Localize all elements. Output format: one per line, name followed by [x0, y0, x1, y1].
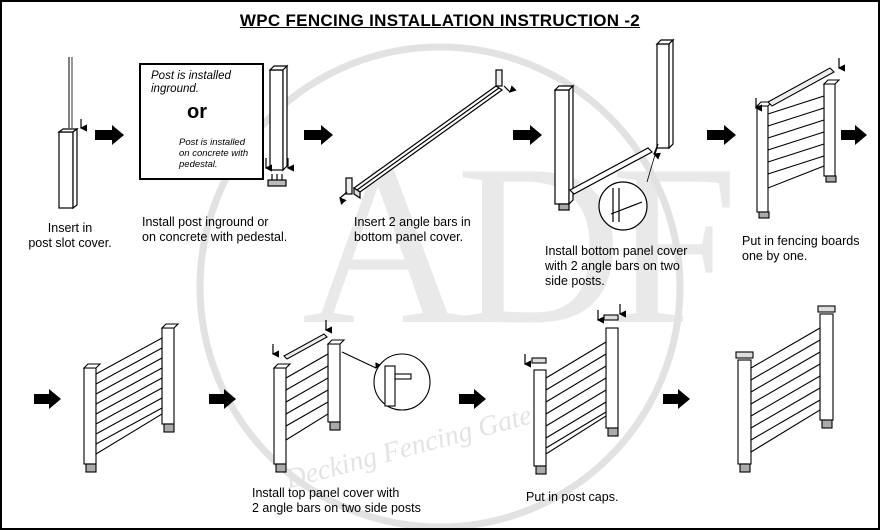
step1-post: [57, 57, 79, 210]
install-options-box: Post is installed inground. or Post is i…: [139, 63, 264, 180]
watermark-circle: [196, 43, 684, 528]
step7-panel: [272, 333, 431, 473]
right-arrow-icon: [95, 125, 124, 145]
right-arrow-icon: [209, 389, 236, 409]
step6-panel: [82, 323, 180, 473]
down-arrow-icon: [754, 58, 845, 112]
down-arrow-icon: [271, 320, 332, 358]
step2-post: [267, 64, 289, 187]
right-arrow-icon: [513, 125, 542, 145]
step4-assembly: [553, 38, 675, 231]
down-arrow-icon: [652, 143, 661, 160]
or-label: or: [187, 101, 207, 123]
step8-caption: Put in post caps.: [526, 490, 619, 504]
page-title: WPC FENCING INSTALLATION INSTRUCTION -2: [239, 11, 641, 30]
step5-boards: [755, 67, 841, 219]
step7-caption: Install top panel cover with 2 angle bar…: [252, 486, 421, 515]
right-arrow-icon: [459, 389, 486, 409]
right-arrow-icon: [34, 389, 61, 409]
down-arrow-icon: [523, 304, 626, 368]
step4-caption: Install bottom panel cover with 2 angle …: [545, 244, 688, 288]
step3-panel-cover: [345, 69, 504, 200]
step8-panel: [531, 314, 619, 475]
option-inground-text: Post is installed inground.: [151, 70, 231, 95]
step5-caption: Put in fencing boards one by one.: [742, 234, 860, 263]
step1-caption: Insert in post slot cover.: [28, 221, 112, 250]
right-arrow-icon: [663, 389, 690, 409]
step2-caption: Install post inground or on concrete wit…: [142, 215, 288, 244]
step9-panel: [735, 305, 836, 473]
right-arrow-icon: [841, 125, 867, 145]
down-arrow-icon: [339, 85, 517, 205]
option-pedestal-text: Post is installed on concrete with pedes…: [179, 137, 249, 170]
right-arrow-icon: [707, 125, 736, 145]
right-arrow-icon: [304, 125, 333, 145]
down-arrow-icon: [264, 158, 294, 172]
step3-caption: Insert 2 angle bars in bottom panel cove…: [354, 215, 471, 244]
